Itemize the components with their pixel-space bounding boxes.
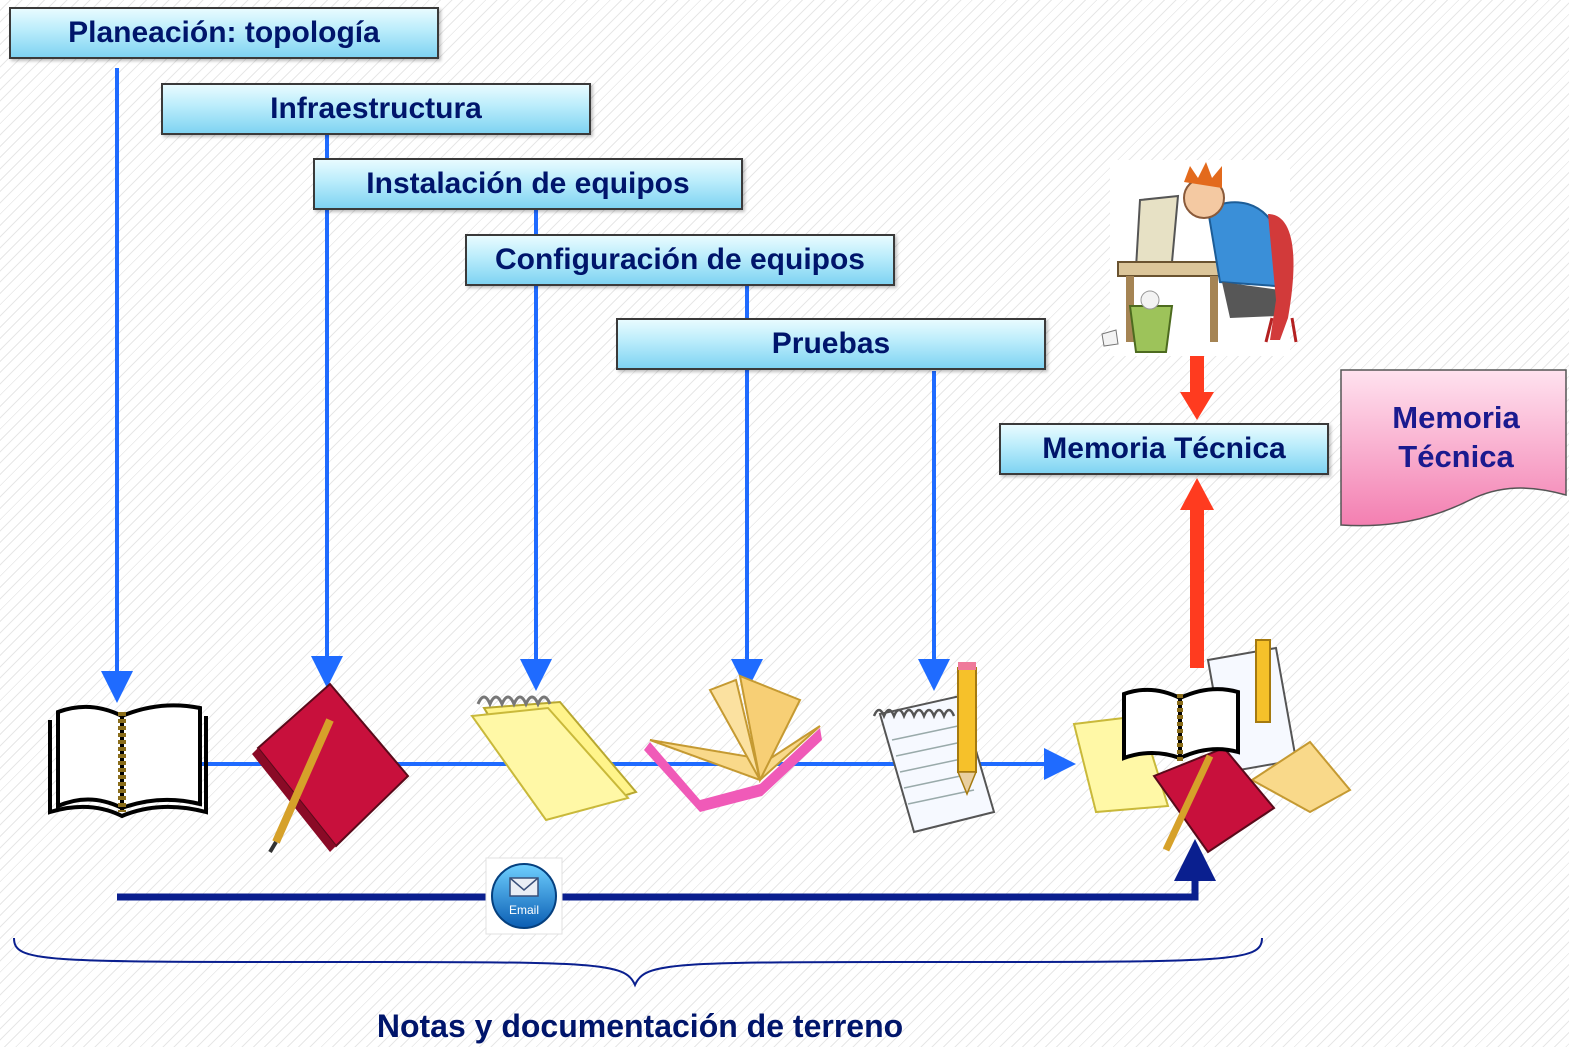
red-arrow-up <box>1180 478 1214 668</box>
footer-brace <box>13 937 1263 988</box>
phase-planeacion-label: Planeación: topología <box>68 16 380 49</box>
email-icon-label: Email <box>508 903 539 917</box>
fanned-book-icon <box>644 674 822 812</box>
red-notebook-icon <box>252 682 410 854</box>
yellow-notepad-icon <box>470 695 638 822</box>
document-pile-icon <box>1072 639 1352 854</box>
email-icon[interactable] <box>485 857 563 935</box>
phase-planeacion: Planeación: topología <box>9 7 439 59</box>
phase-pruebas: Pruebas <box>616 318 1046 370</box>
phase-infraestructura-label: Infraestructura <box>270 92 482 125</box>
phase-configuracion-label: Configuración de equipos <box>494 243 865 276</box>
phase-pruebas-label: Pruebas <box>771 327 891 360</box>
memoria-tecnica-box-label: Memoria Técnica <box>1042 432 1286 465</box>
phase-infraestructura: Infraestructura <box>161 83 591 135</box>
phase-instalacion-label: Instalación de equipos <box>366 167 690 200</box>
stressed-programmer-icon <box>1101 160 1298 356</box>
document-shape-icon <box>1340 369 1567 527</box>
memoria-tecnica-document-label: Memoria Técnica <box>1346 398 1566 476</box>
phase-configuracion: Configuración de equipos <box>465 234 895 286</box>
memoria-tecnica-box: Memoria Técnica <box>999 423 1329 475</box>
open-book-icon <box>48 703 208 819</box>
doc-line-2: Técnica <box>1398 439 1514 474</box>
doc-line-1: Memoria <box>1392 400 1520 435</box>
email-flow-line <box>117 839 1216 901</box>
footer-label: Notas y documentación de terreno <box>376 1008 904 1044</box>
outline-notepad-icon <box>872 662 996 834</box>
red-arrow-down <box>1180 354 1214 420</box>
phase-instalacion: Instalación de equipos <box>313 158 743 210</box>
